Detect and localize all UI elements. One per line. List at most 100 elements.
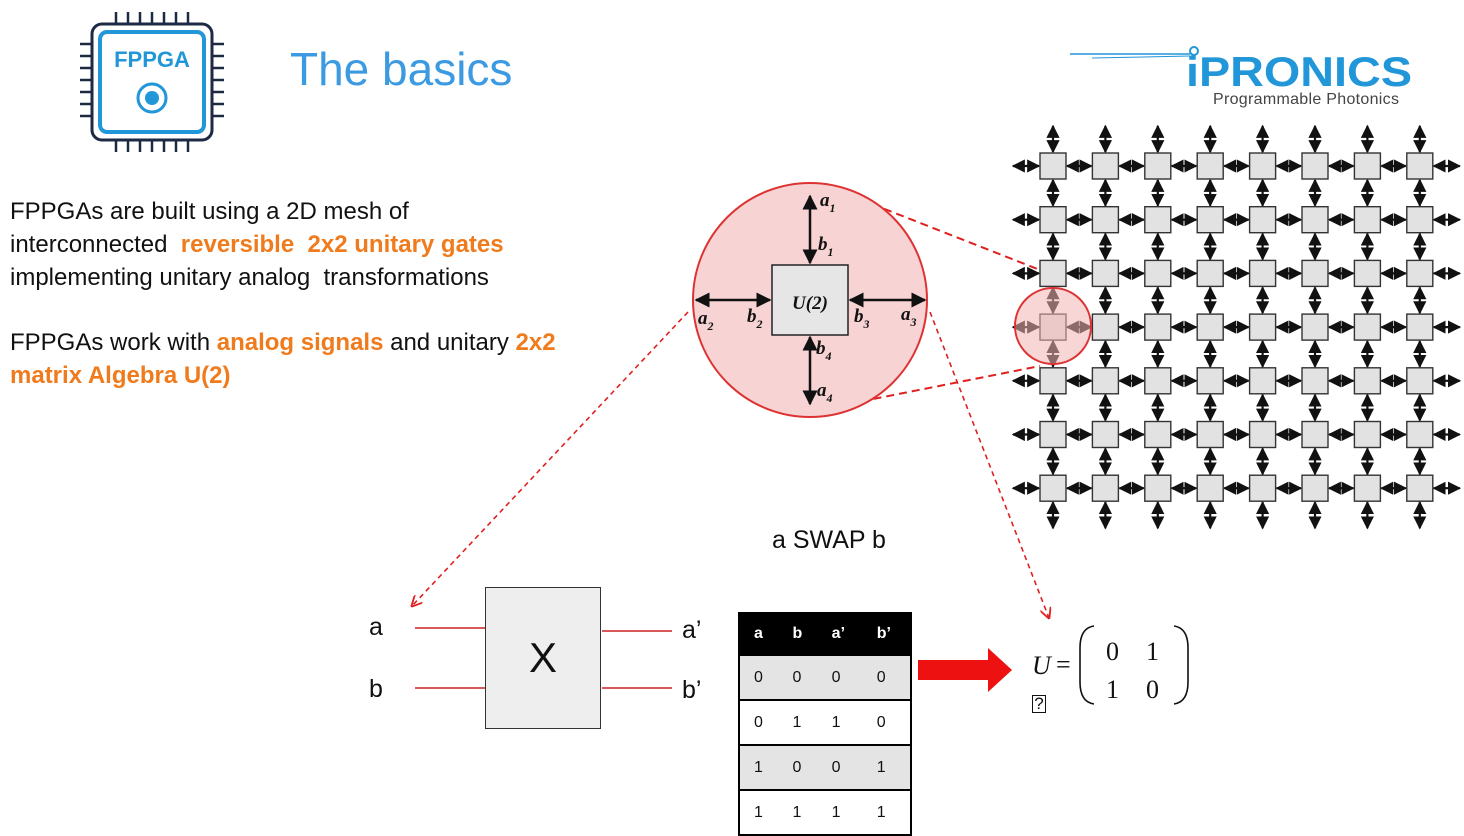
signals-highlight-analog: analog signals	[216, 329, 384, 356]
mesh-cell	[1353, 259, 1382, 288]
mesh-cell	[1196, 474, 1224, 502]
mesh-cell	[1301, 152, 1329, 180]
mesh-cell	[1248, 259, 1277, 288]
mesh-cell	[1196, 259, 1224, 288]
mesh-cell	[1144, 152, 1172, 180]
swap-gate-symbol: X	[528, 634, 557, 681]
table-cell: 0	[817, 656, 863, 701]
mesh-cell	[1353, 474, 1382, 502]
mesh-cell	[1144, 474, 1172, 502]
table-row: 0 0 0 0	[739, 656, 911, 701]
logo-label: FPPGA	[114, 47, 190, 72]
mesh-cell	[1406, 367, 1434, 395]
brand-tagline: Programmable Photonics	[1213, 91, 1400, 108]
table-header: b	[778, 612, 818, 656]
zoom-port-arrows	[694, 194, 927, 406]
table-cell: 1	[862, 790, 911, 836]
intro-line-2-plain: interconnected	[10, 231, 175, 258]
table-cell: 0	[778, 656, 818, 701]
matrix-lhs: U	[1032, 651, 1053, 680]
mesh-cell	[1091, 152, 1120, 180]
mesh-cell	[1406, 313, 1434, 341]
output-label-b: b’	[682, 676, 702, 704]
mesh-cell	[1353, 367, 1382, 395]
swap-matrix: U = 0 1 1 0	[1032, 625, 1189, 705]
matrix-cell: 0	[1146, 675, 1159, 704]
mesh-cell	[1039, 420, 1067, 449]
mesh-cell	[1248, 152, 1277, 180]
mesh-cell	[1301, 420, 1329, 449]
mesh-cell	[1353, 313, 1382, 341]
missing-glyph: ?	[1032, 695, 1046, 713]
table-header: a	[739, 612, 779, 656]
mesh-cell	[1196, 152, 1224, 180]
pointer-to-gate	[412, 311, 689, 606]
pointer-to-matrix	[929, 311, 1049, 618]
mesh-cell	[1144, 313, 1172, 341]
mesh-cell	[1353, 205, 1382, 234]
mesh-cell	[1091, 259, 1120, 288]
mesh-grid	[1011, 124, 1462, 530]
intro-paragraph: FPPGAs are built using a 2D mesh of inte…	[10, 195, 504, 294]
table-cell: 0	[778, 745, 818, 791]
mesh-cell	[1301, 259, 1329, 288]
zoom-gate-box	[771, 264, 849, 336]
table-header: a’	[817, 612, 863, 656]
ipronics-logo: iPRONICS	[1070, 46, 1412, 95]
mesh-cell	[1039, 152, 1067, 180]
mesh-cell	[1248, 313, 1277, 341]
mesh-cell	[1196, 205, 1224, 234]
zoom-gate-label: U(2)	[792, 293, 828, 314]
mesh-cell	[1039, 259, 1067, 288]
mesh-cell	[1248, 474, 1277, 502]
output-label-a: a’	[682, 616, 702, 644]
mesh-cell	[1091, 474, 1120, 502]
signals-line-2: matrix Algebra U(2)	[10, 362, 231, 389]
table-header: b’	[862, 612, 911, 656]
mesh-cell	[1196, 367, 1224, 395]
table-cell: 1	[778, 700, 818, 746]
table-cell: 1	[817, 790, 863, 836]
zoom-line-bottom	[847, 365, 1041, 405]
result-arrow	[918, 648, 1012, 692]
mesh-cell	[1039, 205, 1067, 234]
swap-caption: a SWAP b	[772, 526, 886, 554]
table-cell: 0	[739, 700, 779, 746]
signals-paragraph: FPPGAs work with analog signals and unit…	[10, 326, 556, 392]
matrix-cell: 1	[1146, 637, 1159, 666]
mesh-cell	[1248, 420, 1277, 449]
fppga-logo: FPPGA	[80, 12, 224, 152]
mesh-cell	[1091, 367, 1120, 395]
mesh-cell	[1091, 313, 1120, 341]
mesh-cell	[1301, 205, 1329, 234]
swap-gate: X	[485, 587, 601, 729]
table-cell: 0	[739, 656, 779, 701]
matrix-right-bracket	[1173, 625, 1189, 705]
table-cell: 1	[862, 745, 911, 791]
mesh-cell	[1039, 367, 1067, 395]
intro-line-3: implementing unitary analog transformati…	[10, 264, 489, 291]
signals-text-c: and unitary	[383, 329, 516, 356]
table-cell: 1	[739, 790, 779, 836]
mesh-cell	[1406, 420, 1434, 449]
mesh-cell	[1406, 152, 1434, 180]
mesh-cell	[1248, 205, 1277, 234]
truth-table: a b a’ b’ 0 0 0 0 0 1 1 0 1 0 0 1 1 1 1	[738, 612, 912, 836]
table-cell: 0	[862, 656, 911, 701]
table-row: 1 1 1 1	[739, 790, 911, 836]
table-cell: 0	[817, 745, 863, 791]
table-row: 1 0 0 1	[739, 745, 911, 791]
table-cell: 1	[817, 700, 863, 746]
table-cell: 1	[778, 790, 818, 836]
swap-wires	[415, 627, 672, 689]
mesh-cell	[1248, 367, 1277, 395]
mesh-cell	[1301, 367, 1329, 395]
mesh-cell	[1406, 205, 1434, 234]
mesh-cell	[1406, 474, 1434, 502]
signals-line-1: FPPGAs work with analog signals and unit…	[10, 326, 556, 359]
table-cell: 1	[739, 745, 779, 791]
mesh-cell	[1144, 259, 1172, 288]
mesh-cell	[1353, 420, 1382, 449]
mesh-cell	[1406, 259, 1434, 288]
